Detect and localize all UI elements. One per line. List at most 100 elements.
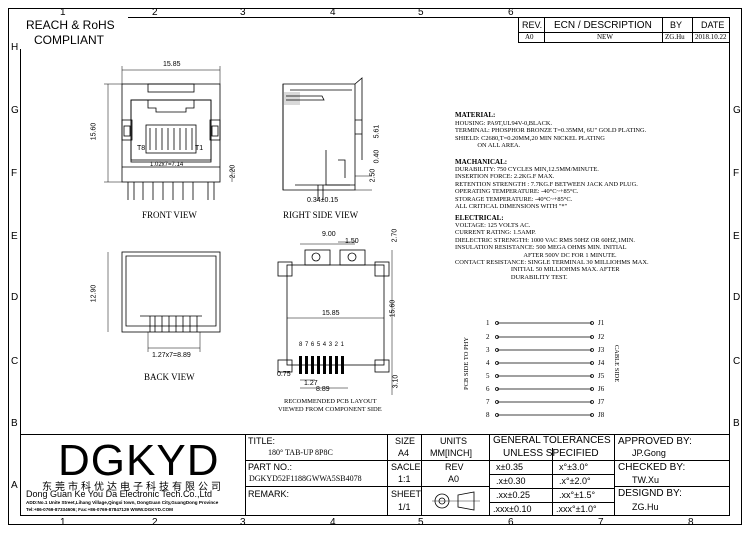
- pcb-pin-8: 8: [299, 342, 305, 348]
- grid-row-f: F: [11, 168, 18, 179]
- pcb-dim-1560: 15.60: [389, 299, 397, 318]
- pin-right-j7: J7: [598, 398, 605, 406]
- pcb-dim-150: 1.50: [345, 238, 359, 245]
- grid-col-6-bottom: 6: [508, 517, 514, 528]
- pin-right-j6: J6: [598, 385, 605, 393]
- approved-label: APPROVED BY:: [618, 436, 692, 447]
- pin-left-1: 1: [486, 319, 490, 327]
- company-contact: Tel:+86-0769-87334606; Fax:+86-0769-8784…: [26, 507, 173, 512]
- grid-col-3: 3: [240, 7, 246, 18]
- side-view-shading: [284, 92, 300, 105]
- pcb-pin-1: 1: [340, 342, 347, 348]
- tol-linear-x3: .xxx±0.10: [493, 504, 532, 514]
- revision-col-line: [662, 17, 663, 43]
- titleblock-line: [614, 434, 615, 516]
- projection-symbol-icon: [432, 491, 480, 511]
- side-dim-561: 5.61: [373, 124, 381, 139]
- titleblock-line: [552, 448, 553, 516]
- back-height-dim: 12.90: [90, 284, 98, 303]
- front-pitch-dim: 1.02x7=7.14: [150, 162, 184, 168]
- pin-left-7: 7: [486, 398, 490, 406]
- drawing-border: [20, 17, 730, 516]
- company-name-en: Dong Guan Ke You Da Electronic Tech.Co.,…: [26, 489, 212, 499]
- tol-angle-x2: .xx°±1.5°: [559, 490, 596, 500]
- company-address: ADD:No.1 Unite Street,Lihang Village,Qin…: [26, 500, 219, 505]
- designed-value: ZG.Hu: [632, 502, 659, 512]
- titleblock-line: [421, 434, 422, 516]
- partno-label: PART NO.:: [248, 462, 293, 472]
- grid-row-d-right: D: [733, 292, 741, 303]
- titleblock-line: [245, 434, 246, 516]
- grid-row-g: G: [11, 105, 19, 116]
- pcb-dim-1585: 15.85: [322, 310, 340, 317]
- front-t1: T1: [195, 145, 204, 152]
- titleblock-line: [489, 434, 490, 516]
- front-view-drawing: [104, 66, 233, 200]
- grid-row-e: E: [11, 231, 18, 242]
- grid-col-2-bottom: 2: [152, 517, 158, 528]
- approved-value: JP.Gong: [632, 448, 666, 458]
- pcb-dim-127: 1.27: [304, 380, 318, 387]
- revision-col-line: [544, 17, 545, 43]
- back-pitch-dim: 1.27x7=8.89: [152, 352, 191, 359]
- remark-label: REMARK:: [248, 489, 290, 499]
- ecn-value: NEW: [597, 33, 613, 41]
- pcb-dim-900: 9.00: [322, 231, 336, 238]
- back-view-drawing: [107, 251, 221, 352]
- tolerance-title-2: UNLESS SPECIFIED: [503, 448, 599, 459]
- tol-angle-x: x°±3.0°: [559, 462, 589, 472]
- grid-row-b-right: B: [733, 418, 740, 429]
- material-text: HOUSING: PA9T,UL94V-0,BLACK. TERMINAL: P…: [455, 120, 647, 150]
- checked-value: TW.Xu: [632, 475, 660, 485]
- grid-row-c: C: [11, 356, 19, 367]
- grid-col-2: 2: [152, 7, 158, 18]
- side-dim-034: 0.34±0.15: [307, 197, 339, 204]
- pin-schematic-drawing: [495, 321, 594, 417]
- date-value: 2018.10.22: [695, 33, 727, 41]
- pin-right-j5: J5: [598, 372, 605, 380]
- grid-col-4-bottom: 4: [330, 517, 336, 528]
- tol-angle-x3: .xxx°±1.0°: [556, 504, 597, 514]
- ecn-header: ECN / DESCRIPTION: [554, 20, 652, 31]
- electrical-text: VOLTAGE: 125 VOLTS AC. CURRENT RATING: 1…: [455, 222, 649, 281]
- pin-right-j8: J8: [598, 411, 605, 419]
- mechanical-heading: MACHANICAL:: [455, 158, 508, 166]
- scale-value: 1:1: [398, 474, 411, 484]
- grid-row-e-right: E: [733, 231, 740, 242]
- by-header: BY: [670, 20, 683, 30]
- side-dim-250: 2.50: [369, 168, 377, 183]
- rev-header: REV.: [522, 20, 543, 30]
- side-view-label: RIGHT SIDE VIEW: [283, 210, 359, 220]
- scale-label: SACLE: [391, 462, 421, 472]
- pin-right-j4: J4: [598, 359, 605, 367]
- grid-row-h: H: [11, 42, 19, 53]
- designed-label: DESIGND BY:: [618, 488, 682, 499]
- size-label: SIZE: [395, 436, 416, 446]
- schematic-right-label: CABLE SIDE: [613, 344, 621, 383]
- titleblock-top-line: [20, 434, 730, 435]
- by-value: ZG.Hu: [665, 33, 685, 41]
- front-height-dim: 15.60: [90, 122, 98, 141]
- grid-col-4: 4: [330, 7, 336, 18]
- side-dim-040: 0.40: [373, 149, 381, 164]
- grid-row-c-right: C: [733, 356, 741, 367]
- compliance-line1: REACH & RoHS: [26, 18, 115, 32]
- electrical-heading: ELECTRICAL:: [455, 214, 504, 222]
- company-logo: DGKYD: [58, 436, 220, 485]
- titleblock-line: [245, 460, 421, 461]
- front-pin-dim: 2.20: [229, 164, 237, 179]
- side-view-drawing: [282, 77, 372, 200]
- titleblock-line: [489, 488, 614, 489]
- pin-left-5: 5: [486, 372, 490, 380]
- grid-col-1-bottom: 1: [60, 517, 66, 528]
- titleblock-line: [387, 434, 388, 516]
- pcb-pin-7: 7: [304, 342, 311, 348]
- grid-col-1: 1: [60, 7, 66, 18]
- schematic-left-label: PCB SIDE TO PHY: [463, 336, 471, 391]
- units-value: MM[INCH]: [430, 448, 472, 458]
- outer-border: [8, 8, 742, 525]
- grid-row-g-right: G: [733, 105, 741, 116]
- size-value: A4: [398, 448, 410, 458]
- pcb-pads: [299, 356, 344, 374]
- date-header: DATE: [701, 20, 725, 30]
